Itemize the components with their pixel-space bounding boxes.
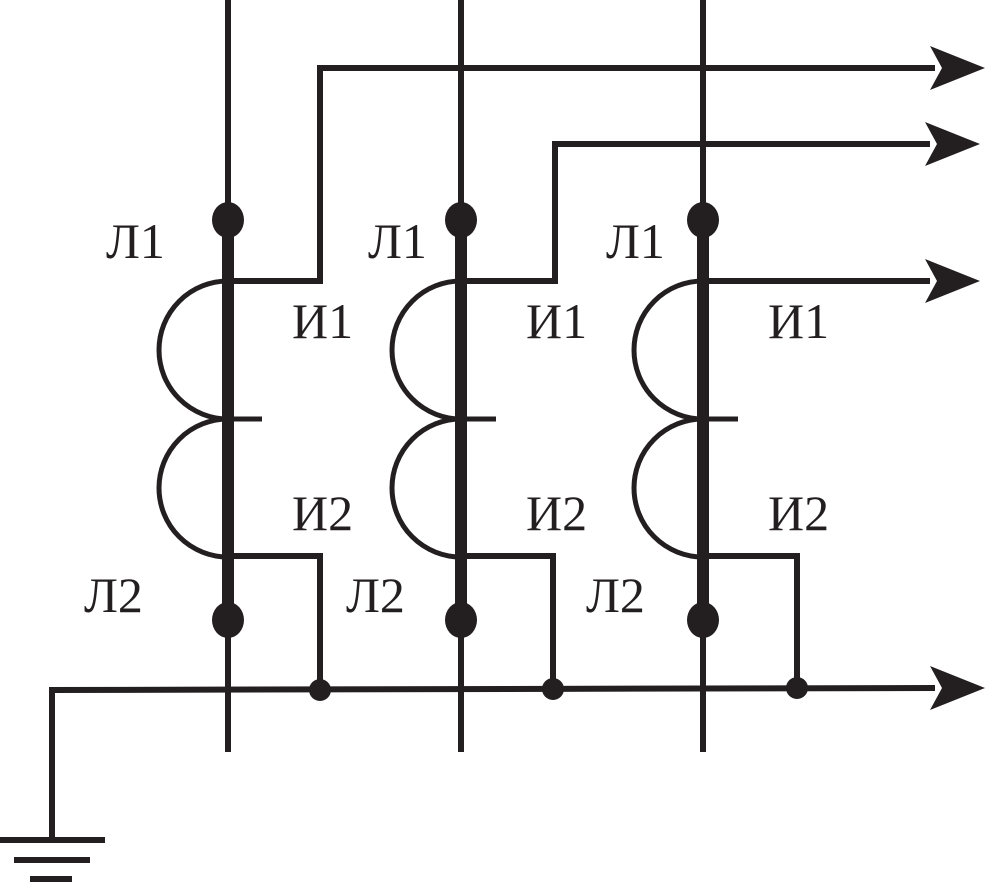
secondary-end-link-3 (703, 553, 800, 688)
label-secondary-start: И1 (292, 293, 353, 349)
primary-start-terminal (445, 202, 477, 238)
ground-icon (0, 837, 105, 882)
output-line-1 (228, 65, 935, 284)
arrow-right-icon (925, 122, 980, 166)
output-line-2 (461, 141, 930, 284)
label-primary-end: Л2 (84, 567, 143, 623)
neutral-bus (49, 685, 936, 838)
label-secondary-start: И1 (768, 293, 829, 349)
label-primary-start: Л1 (606, 213, 665, 269)
label-primary-start: Л1 (368, 213, 427, 269)
label-primary-start: Л1 (106, 213, 165, 269)
secondary-winding (156, 278, 262, 560)
transformer-3: Л1 Л2 И1 И2 (586, 0, 829, 752)
label-secondary-end: И2 (526, 485, 587, 541)
arrow-right-icon (930, 666, 985, 710)
primary-end-terminal (212, 602, 244, 638)
junction-dot (786, 677, 808, 699)
secondary-winding (389, 278, 496, 560)
label-secondary-start: И1 (526, 293, 587, 349)
label-secondary-end: И2 (292, 485, 353, 541)
primary-start-terminal (687, 202, 719, 238)
label-secondary-end: И2 (768, 485, 829, 541)
secondary-winding (631, 278, 738, 560)
junction-dot (309, 679, 331, 701)
arrow-right-icon (930, 46, 985, 90)
label-primary-end: Л2 (586, 567, 645, 623)
arrow-right-icon (925, 259, 980, 303)
transformer-2: Л1 Л2 И1 И2 (346, 0, 587, 752)
primary-end-terminal (445, 602, 477, 638)
label-primary-end: Л2 (346, 567, 405, 623)
secondary-end-link-2 (461, 553, 556, 689)
transformer-1: Л1 Л2 И1 И2 (84, 0, 353, 752)
secondary-end-link-1 (228, 553, 323, 690)
junction-dot (542, 678, 564, 700)
primary-start-terminal (212, 202, 244, 238)
primary-end-terminal (687, 602, 719, 638)
